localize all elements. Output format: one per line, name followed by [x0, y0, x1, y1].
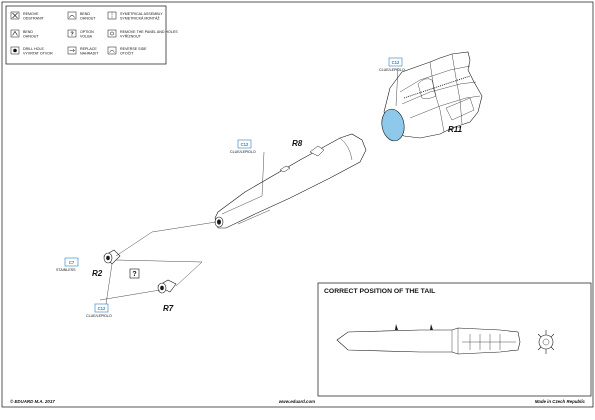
part-r2-small-ring	[103, 249, 121, 265]
tail-panel-title: CORRECT POSITION OF THE TAIL	[324, 288, 435, 295]
footer-website: www.eduard.com	[279, 399, 315, 404]
sheet-border	[1, 1, 594, 408]
r11-gluing-face	[381, 108, 405, 142]
callout-bottom: C12 CLUE/LEPIDLO	[86, 303, 112, 318]
symmetry-icon	[107, 11, 117, 20]
tail-side-view	[336, 324, 521, 355]
footer-copyright: © EDUARD M.A. 2017	[10, 399, 55, 404]
callout-ref-left: C7	[69, 260, 75, 265]
part-r7-small-ring	[157, 279, 177, 294]
svg-text:?: ?	[70, 32, 74, 38]
callout-ref-bottom: C12	[98, 306, 106, 311]
option-question-mark: ?	[132, 271, 136, 278]
callout-top-right: C12 CLUE/LEPIDLO	[379, 57, 405, 72]
reverse-side-icon	[107, 46, 117, 55]
option-icon	[67, 29, 77, 38]
part-label-r8: R8	[292, 139, 303, 148]
callout-note-top-right: CLUE/LEPIDLO	[379, 68, 405, 72]
tail-position-panel: CORRECT POSITION OF THE TAIL	[317, 282, 592, 397]
part-r8-main-body	[214, 133, 367, 229]
callout-ref-top-right: C12	[392, 60, 400, 65]
callout-note-bottom: CLUE/LEPIDLO	[86, 314, 112, 318]
part-label-r2: R2	[92, 269, 103, 278]
bend-alt-icon	[10, 29, 20, 38]
leader-lines	[99, 67, 399, 305]
footer-origin: Made in Czech Republic	[535, 399, 586, 404]
callout-left: C7 STAINLESS	[56, 257, 79, 272]
callout-note-center: CLUE/LEPIDLO	[230, 150, 256, 154]
callout-ref-center: C12	[241, 142, 249, 147]
tail-rear-view	[537, 330, 555, 354]
part-r11-tail-section	[381, 51, 483, 142]
part-label-r11: R11	[448, 125, 463, 134]
option-marker: ?	[129, 268, 140, 279]
callout-note-left: STAINLESS	[56, 268, 76, 272]
r8-top-detail	[309, 145, 325, 157]
callout-center: C12 CLUE/LEPIDLO	[230, 139, 256, 154]
part-label-r7: R7	[163, 304, 174, 313]
panel-cut-icon	[107, 29, 117, 38]
